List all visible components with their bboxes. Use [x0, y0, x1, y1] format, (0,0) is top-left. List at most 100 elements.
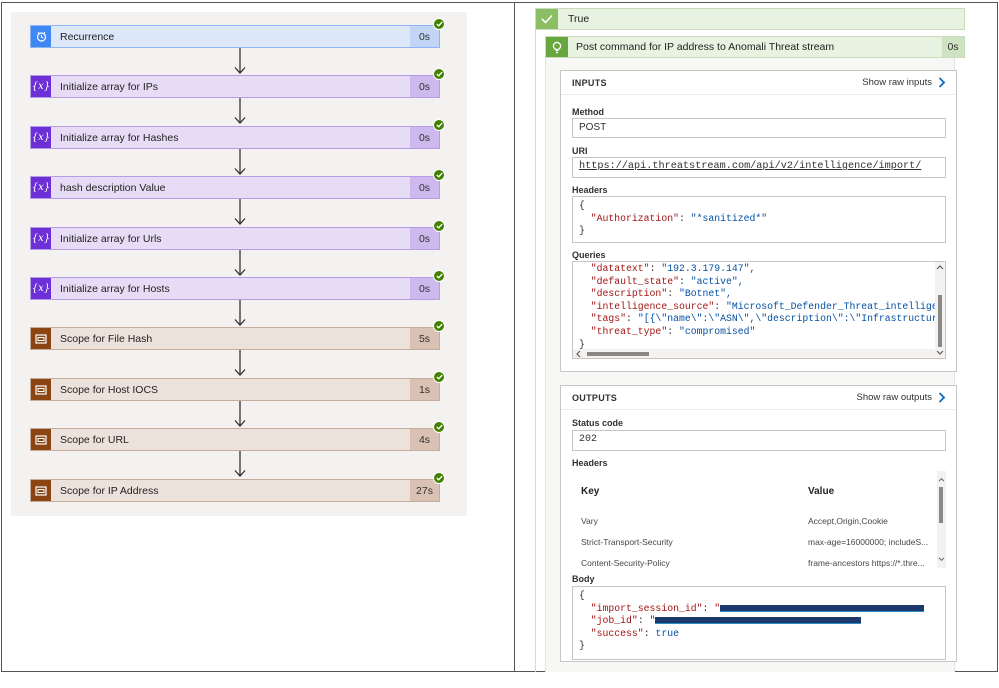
json-brace: } [579, 338, 585, 350]
variable-icon: {x} [31, 228, 51, 249]
json-value: "Microsoft_Defender_Threat_intelligence"… [726, 300, 946, 312]
flow-arrow [234, 350, 246, 377]
anomali-icon [546, 37, 568, 57]
input-headers-json: { "Authorization": "*sanitized*" } [579, 200, 768, 237]
scroll-down-icon[interactable] [936, 350, 944, 356]
show-raw-inputs-link[interactable]: Show raw inputs [862, 77, 946, 88]
step-label: Initialize array for Urls [60, 232, 162, 245]
json-key: "success" [590, 627, 644, 639]
input-headers-field: { "Authorization": "*sanitized*" } [572, 196, 946, 243]
json-brace: } [579, 640, 585, 652]
header-key: Content-Security-Policy [581, 558, 670, 568]
json-brace: } [579, 225, 585, 237]
output-headers-label: Headers [572, 458, 608, 468]
header-value: frame-ancestors https://*.thre... [808, 558, 925, 568]
show-raw-outputs-link[interactable]: Show raw outputs [856, 392, 946, 403]
flow-arrow [234, 250, 246, 277]
panel-divider [514, 2, 515, 672]
condition-true-branch[interactable]: True [535, 8, 965, 30]
json-key: "job_id" [590, 615, 638, 627]
scope-icon [31, 480, 51, 501]
queries-field[interactable]: "datatext": "192.3.179.147", "default_st… [572, 261, 946, 359]
json-value-prefix: " [649, 615, 656, 627]
step-label: Initialize array for Hashes [60, 131, 179, 144]
scroll-up-icon[interactable] [936, 264, 944, 270]
show-raw-inputs-label: Show raw inputs [862, 77, 932, 88]
uri-value: https://api.threatstream.com/api/v2/inte… [579, 161, 922, 172]
step-duration: 0s [410, 278, 439, 299]
scope-icon [31, 379, 51, 400]
header-key: Vary [581, 516, 598, 526]
success-check-icon [433, 371, 445, 383]
step-label: Scope for URL [60, 433, 129, 446]
variable-icon: {x} [31, 127, 51, 148]
variable-icon: {x} [31, 76, 51, 97]
clock-icon [31, 26, 51, 47]
step-duration: 4s [410, 429, 439, 450]
success-check-icon [433, 320, 445, 332]
scope-icon [31, 328, 51, 349]
step-duration: 0s [410, 228, 439, 249]
action-header[interactable]: Post command for IP address to Anomali T… [545, 36, 965, 58]
uri-label: URI [572, 146, 588, 156]
success-check-icon [433, 220, 445, 232]
header-value: max-age=16000000; includeS... [808, 537, 929, 547]
scope-icon [31, 429, 51, 450]
inputs-header: INPUTS Show raw inputs [561, 71, 956, 95]
scrollbar-thumb[interactable] [938, 295, 942, 347]
flow-step[interactable]: {x} Initialize array for Hashes 0s [30, 119, 445, 149]
output-headers-table: Key Value Vary Accept,Origin,Cookie Stri… [572, 471, 946, 568]
action-title: Post command for IP address to Anomali T… [576, 41, 835, 53]
header-value: Accept,Origin,Cookie [808, 516, 888, 526]
json-key: "import_session_id" [590, 602, 703, 614]
table-row: Content-Security-Policy frame-ancestors … [581, 558, 931, 568]
json-value: "[{\"name\":\"ASN\",\"description\":\"In… [637, 313, 946, 325]
queries-label: Queries [572, 250, 606, 260]
json-key: "intelligence_source" [590, 300, 715, 312]
flow-step[interactable]: Scope for URL 4s [30, 421, 445, 451]
flow-arrow [234, 48, 246, 75]
scroll-left-icon[interactable] [575, 350, 581, 358]
branch-line [535, 30, 536, 672]
headers-table-scrollbar[interactable] [937, 471, 946, 568]
flow-step[interactable]: {x} Initialize array for Urls 0s [30, 220, 445, 250]
flow-step[interactable]: {x} Initialize array for Hosts 0s [30, 270, 445, 300]
queries-horizontal-scrollbar[interactable] [573, 349, 935, 358]
scrollbar-thumb[interactable] [587, 352, 649, 356]
json-brace: { [579, 590, 585, 601]
queries-json: "datatext": "192.3.179.147", "default_st… [573, 262, 945, 351]
variable-icon: {x} [31, 278, 51, 299]
flow-arrow [234, 451, 246, 478]
step-label: Initialize array for Hosts [60, 282, 170, 295]
queries-vertical-scrollbar[interactable] [935, 262, 945, 358]
status-code-field: 202 [572, 430, 946, 451]
step-duration: 0s [410, 127, 439, 148]
variable-icon: {x} [31, 177, 51, 198]
method-value: POST [579, 122, 607, 133]
column-header-key: Key [581, 486, 600, 497]
success-check-icon [433, 169, 445, 181]
outputs-header: OUTPUTS Show raw outputs [561, 386, 956, 410]
run-details-panel: True Post command for IP address to Anom… [535, 8, 965, 672]
step-duration: 5s [410, 328, 439, 349]
method-label: Method [572, 107, 604, 117]
success-check-icon [433, 119, 445, 131]
status-code-label: Status code [572, 418, 624, 428]
json-value-prefix: " [714, 602, 721, 614]
scrollbar-thumb[interactable] [939, 487, 943, 523]
table-header-row: Key Value [581, 486, 931, 497]
flow-arrow [234, 199, 246, 226]
outputs-title: OUTPUTS [572, 392, 618, 403]
column-header-value: Value [808, 486, 835, 497]
flow-arrow [234, 300, 246, 327]
scroll-down-icon[interactable] [938, 557, 945, 562]
scroll-up-icon[interactable] [938, 477, 945, 482]
step-label: hash description Value [60, 181, 166, 194]
